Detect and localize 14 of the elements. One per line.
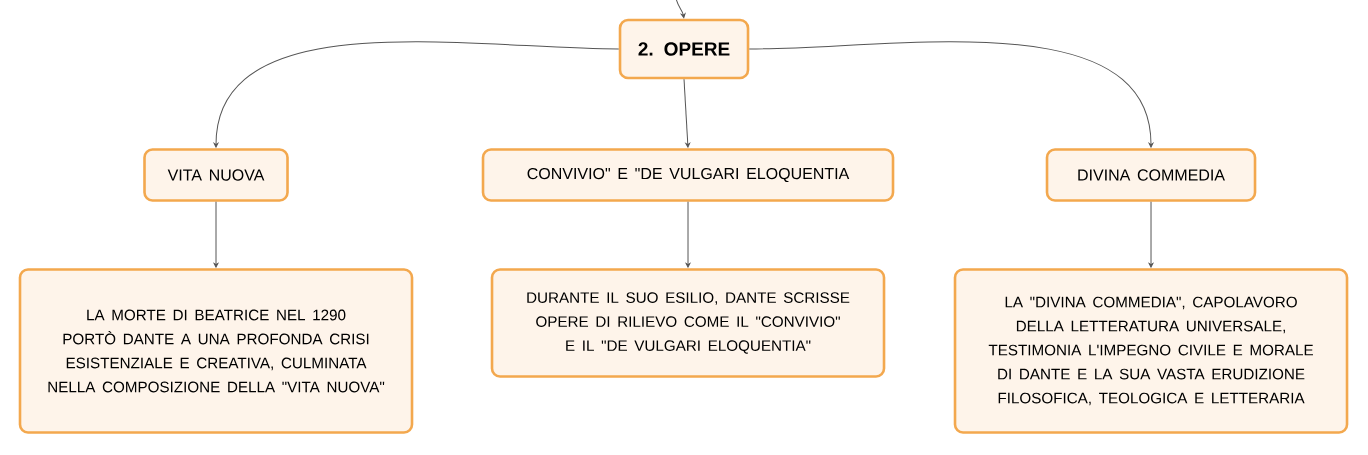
topic-box: CONVIVIO" E "DE VULGARI ELOQUENTIA	[481, 148, 895, 202]
arrow	[213, 201, 219, 268]
arrow	[685, 201, 691, 268]
arrow	[213, 41, 620, 148]
arrow	[1148, 201, 1154, 268]
description-box: LA "DIVINA COMMEDIA", CAPOLAVORO DELLA LETTERATURA UNIVERSALE, TESTIMONIA L'IMPEGNO CIVILE E MORALE DI DANTE E LA SUA VASTA ERUDIZIONE FILOSOFICA, TEOLOGICA E LETTERARIA	[953, 268, 1349, 434]
description-box: LA MORTE DI BEATRICE NEL 1290 PORTÒ DANTE A UNA PROFONDA CRISI ESISTENZIALE E CREATIVA, CULMINATA NELLA COMPOSIZIONE DELLA "VITA NUOVA"	[18, 268, 414, 434]
description-box: DURANTE IL SUO ESILIO, DANTE SCRISSE OPERE DI RILIEVO COME IL "CONVIVIO" E IL "DE VULGARI ELOQUENTIA"	[490, 268, 886, 378]
title-box: 2. OPERE	[618, 18, 750, 80]
arrow	[675, 0, 686, 19]
arrow	[748, 41, 1154, 148]
arrow	[683, 78, 690, 148]
topic-box: VITA NUOVA	[143, 148, 289, 202]
topic-box: DIVINA COMMEDIA	[1045, 148, 1257, 202]
